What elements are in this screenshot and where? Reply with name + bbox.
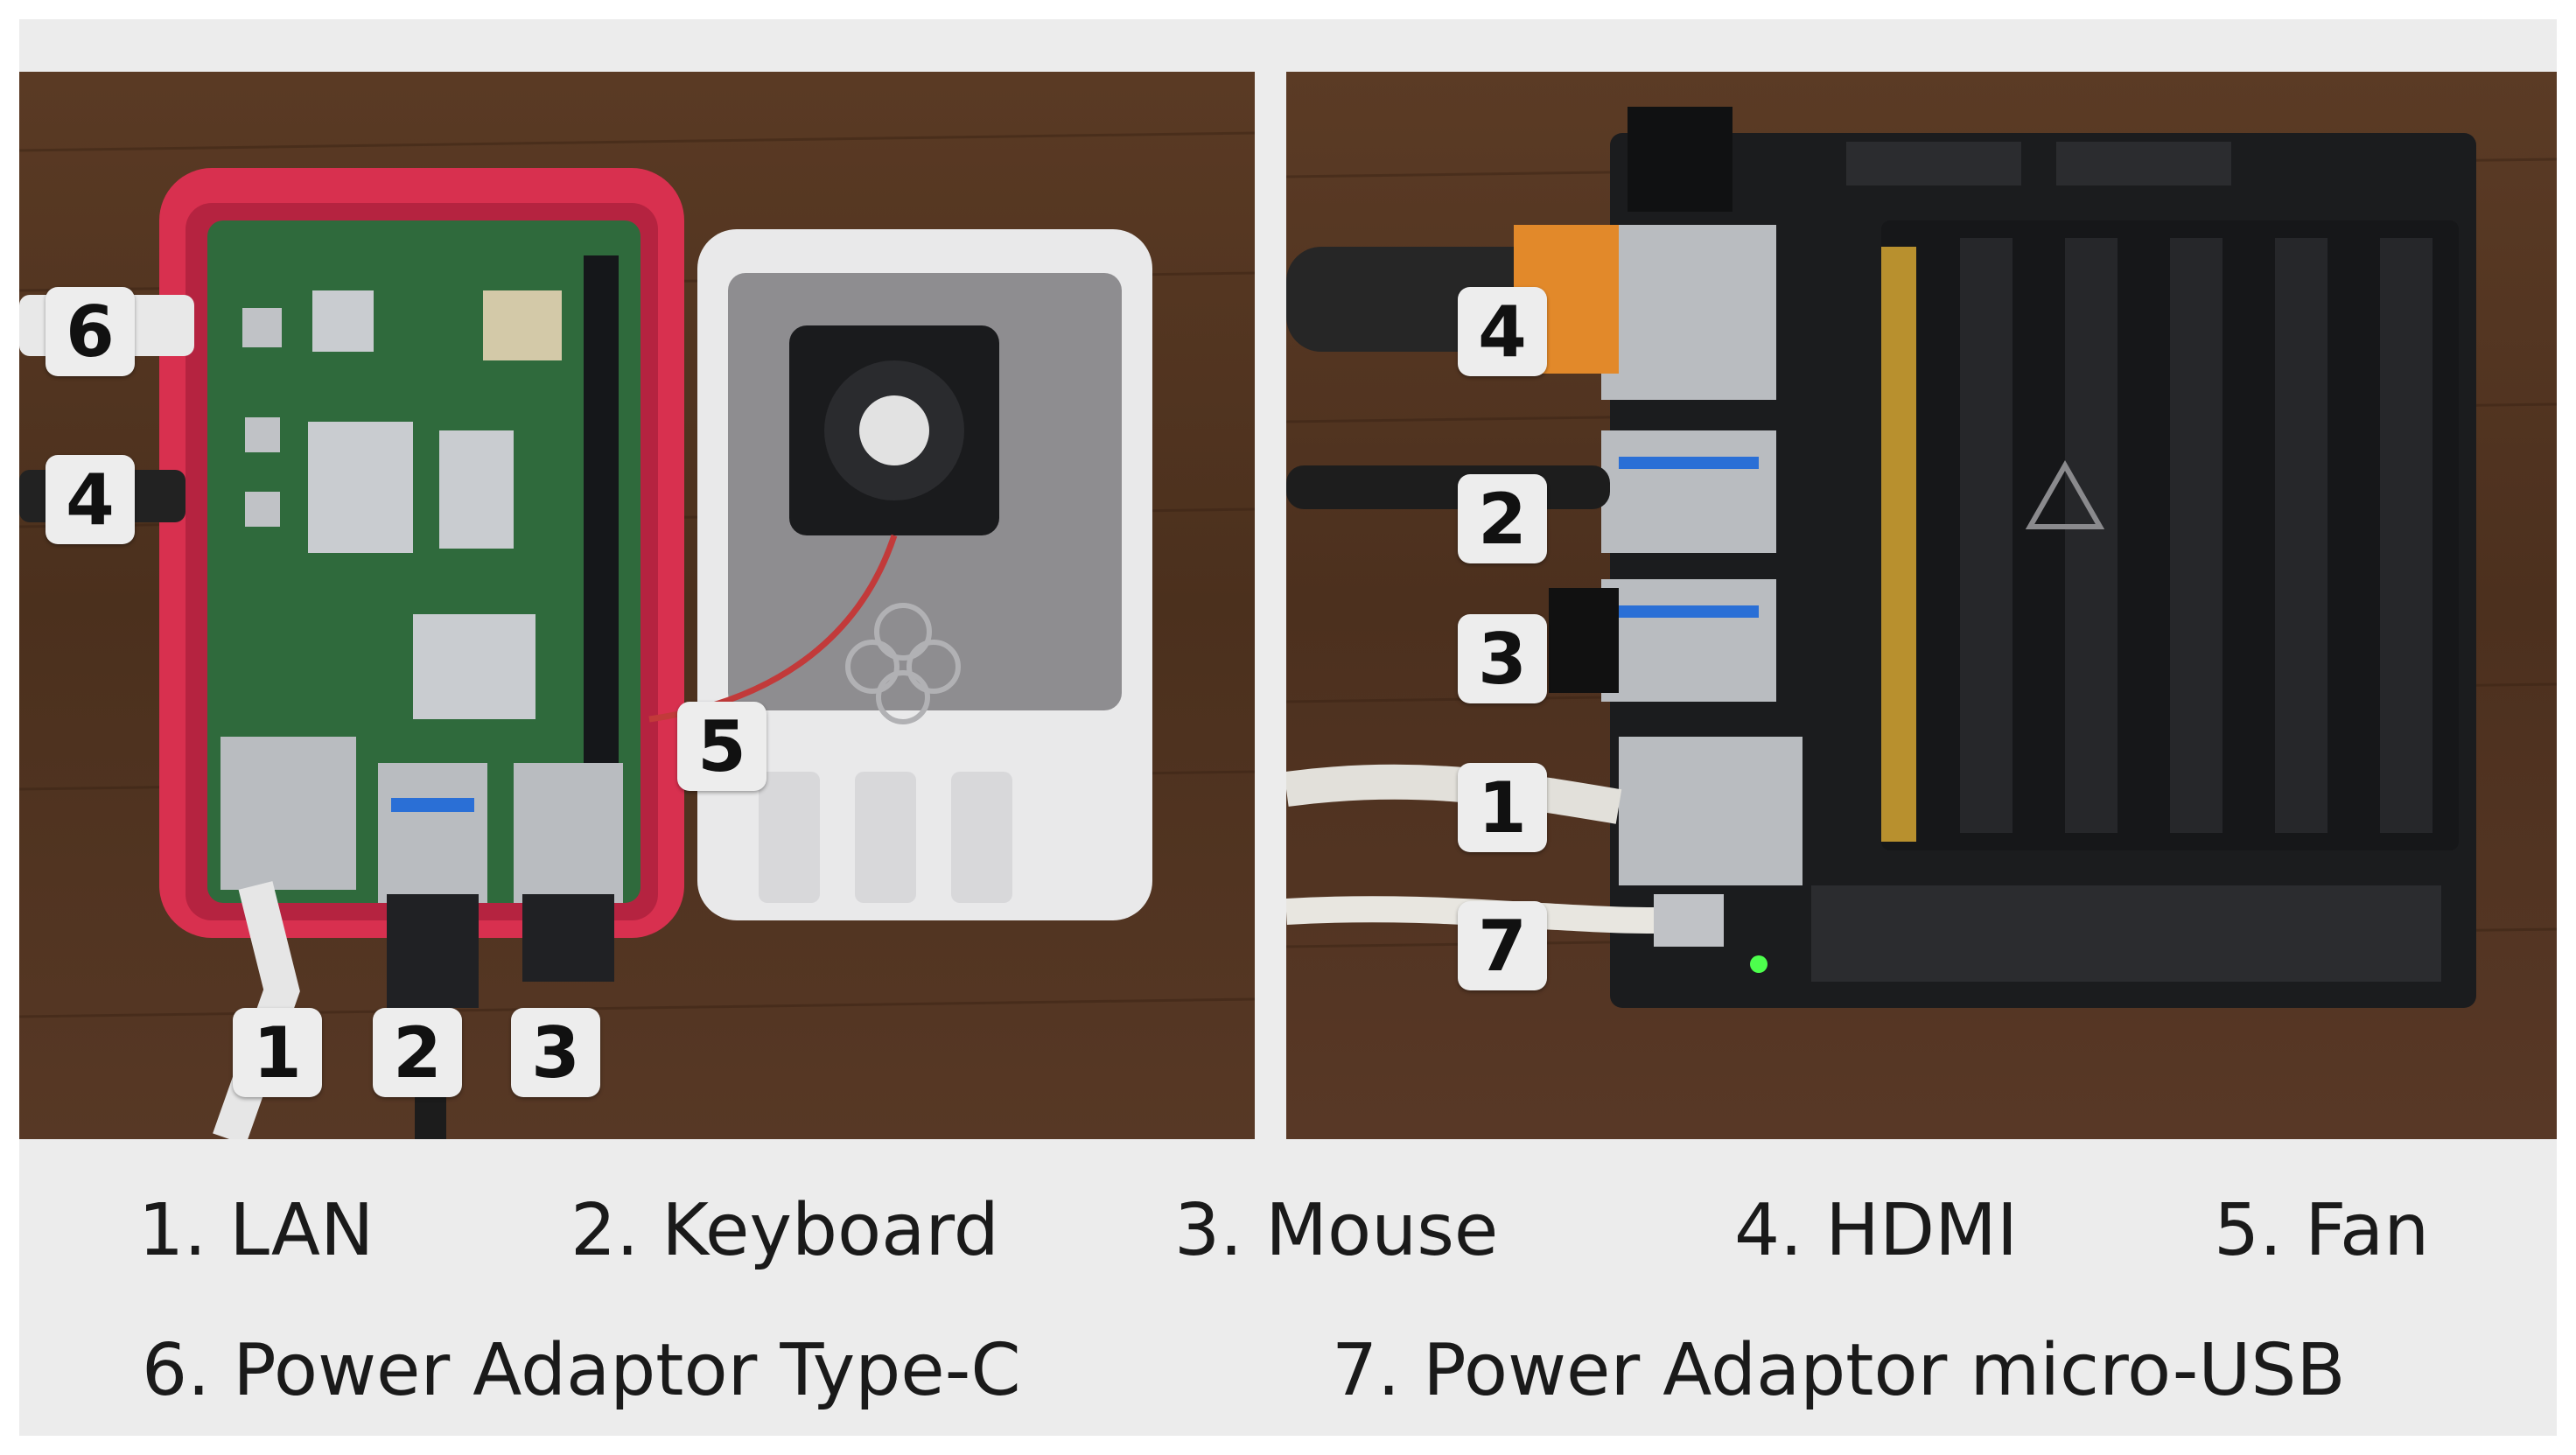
legend-hdmi: 4. HDMI [1734,1189,2019,1272]
usb3-port [378,763,487,903]
legend-row-1: 1. LAN 2. Keyboard 3. Mouse 4. HDMI 5. F… [19,1183,2557,1279]
barrel-jack [1628,107,1732,212]
legend-power-type-c: 6. Power Adaptor Type-C [142,1329,1021,1412]
heatsink-cpu [308,422,413,553]
callout-lan: 1 [1458,763,1547,852]
mouse-plug [522,894,614,982]
raspberry-logo-icon [845,603,961,724]
callout-fan: 5 [677,702,766,791]
pcb-board [207,220,640,903]
gpio-header [1811,885,2441,982]
lid-vents [759,772,1012,903]
micro-usb-port [1654,894,1724,947]
sodimm-slot [1881,247,1916,842]
legend-keyboard: 2. Keyboard [570,1189,999,1272]
keyboard-cable [1286,465,1610,509]
raspberry-pi-photo: 6 4 5 1 2 3 [19,72,1255,1139]
heatsink-ram [439,430,514,549]
callout-keyboard: 2 [373,1008,462,1097]
figure-frame: 6 4 5 1 2 3 [19,19,2557,1436]
legend-power-micro-usb: 7. Power Adaptor micro-USB [1332,1329,2346,1412]
usb3-blue-insert [391,798,474,812]
usb-c-port [242,308,282,347]
ethernet-port [220,737,356,890]
callout-hdmi: 4 [1458,287,1547,376]
callout-mouse: 3 [511,1008,600,1097]
callout-keyboard: 2 [1458,474,1547,563]
legend-fan: 5. Fan [2214,1189,2430,1272]
micro-hdmi-port-2 [245,492,280,527]
legend-lan: 1. LAN [138,1189,374,1272]
heatsink-usb [413,614,536,719]
raspberry-pi-illustration [19,72,1255,1139]
csi-connector-1 [1846,142,2021,185]
power-led [1750,955,1768,973]
ethernet-port [1619,737,1802,885]
hdmi-dp-port [1601,225,1776,400]
callout-power-micro-usb: 7 [1458,901,1547,990]
legend-row-2: 6. Power Adaptor Type-C 7. Power Adaptor… [19,1323,2557,1419]
usb2-port [514,763,623,903]
usb3-port-top [1601,430,1776,553]
fan-hub-icon [859,395,929,465]
callout-hdmi: 4 [46,455,135,544]
warning-hot-icon [2025,459,2105,529]
mouse-plug [1549,588,1619,693]
callout-mouse: 3 [1458,614,1547,703]
usb3-blue-insert-bottom [1619,605,1759,618]
callout-lan: 1 [233,1008,322,1097]
callout-power-type-c: 6 [46,287,135,376]
heatsink-fins [1960,238,2432,833]
legend-mouse: 3. Mouse [1174,1189,1499,1272]
keyboard-plug [387,894,479,1008]
usb3-blue-insert-top [1619,457,1759,469]
wifi-shield [483,290,562,360]
jetson-nano-photo: 4 2 3 1 7 [1286,72,2557,1139]
csi-connector-2 [2056,142,2231,185]
heatsink-small [312,290,374,352]
micro-hdmi-port-1 [245,417,280,452]
usb3-port-bottom [1601,579,1776,702]
gpio-header [584,255,619,763]
